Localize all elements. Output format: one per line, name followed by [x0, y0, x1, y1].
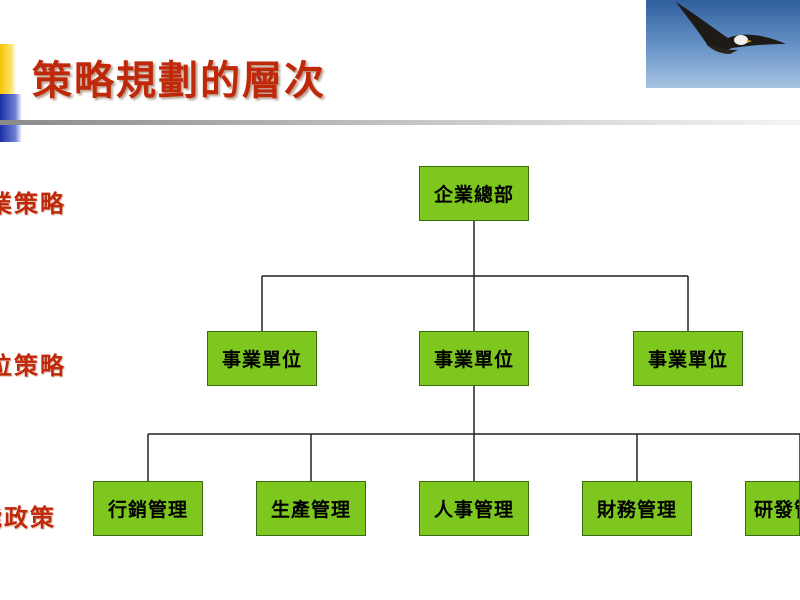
box-function-rnd: 研發管理 — [745, 481, 800, 536]
decorative-yellow-block — [0, 44, 16, 94]
box-headquarters: 企業總部 — [419, 166, 529, 221]
box-business-unit-1: 事業單位 — [207, 331, 317, 386]
level-label-corporate-strategy: 業策略 — [0, 189, 66, 218]
box-function-hr: 人事管理 — [419, 481, 529, 536]
title-divider — [0, 120, 800, 125]
box-business-unit-2: 事業單位 — [419, 331, 529, 386]
box-business-unit-3: 事業單位 — [633, 331, 743, 386]
box-function-finance: 財務管理 — [582, 481, 692, 536]
page-title: 策略規劃的層次 — [32, 58, 326, 104]
eagle-photo — [646, 0, 800, 88]
level-label-functional-policy: 能政策 — [0, 503, 56, 532]
box-function-production: 生產管理 — [256, 481, 366, 536]
box-function-marketing: 行銷管理 — [93, 481, 203, 536]
level-label-unit-strategy: 位策略 — [0, 351, 66, 380]
decorative-blue-block — [0, 94, 22, 142]
